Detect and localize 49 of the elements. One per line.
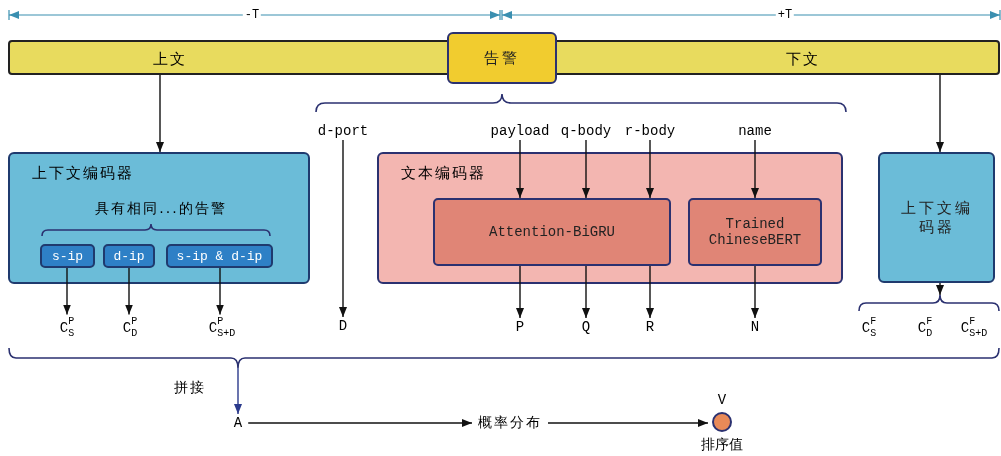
arrow [936, 282, 944, 296]
input-field-label: d-port [315, 122, 371, 140]
feature-label: P [513, 318, 527, 336]
arrow [936, 74, 944, 153]
output-circle [712, 412, 732, 432]
arrow [234, 367, 242, 415]
arrow [646, 265, 654, 319]
vector-label: A [231, 414, 245, 432]
feature-label: N [748, 318, 762, 336]
arrow [646, 139, 654, 199]
feature-label: Q [579, 318, 593, 336]
node-caption: 排序值 [700, 435, 744, 454]
arrow [216, 267, 224, 316]
model-box: Attention-BiGRU [433, 198, 671, 266]
model-box: Trained ChineseBERT [688, 198, 822, 266]
input-field-label: name [736, 122, 774, 140]
bar-label: 下文 [786, 50, 820, 69]
field-tag: s-ip & d-ip [166, 244, 273, 268]
alert-box: 告警 [447, 32, 557, 84]
panel-title: 文本编码器 [401, 164, 486, 183]
arrow [582, 265, 590, 319]
feature-label: D [336, 317, 350, 335]
panel-title: 上下文编码器 [32, 164, 134, 183]
input-field-label: r-body [622, 122, 678, 140]
field-tag: d-ip [103, 244, 155, 268]
arrow [156, 74, 164, 153]
arrow [247, 419, 473, 427]
arrow [582, 139, 590, 199]
arrow [547, 419, 709, 427]
curly-brace [858, 295, 1000, 311]
input-field-label: q-body [558, 122, 614, 140]
encoder-panel [8, 152, 310, 284]
curly-brace [8, 348, 1000, 368]
feature-label: R [643, 318, 657, 336]
arrow [516, 139, 524, 199]
encoder-panel [377, 152, 843, 284]
node-caption: V [716, 391, 728, 409]
bar-label: 上文 [153, 50, 187, 69]
arrow [339, 139, 347, 318]
arrow [63, 267, 71, 316]
arrow [751, 265, 759, 319]
encoder-box: 上下文编码器 [878, 152, 995, 283]
field-tag: s-ip [40, 244, 95, 268]
input-field-label: payload [488, 122, 552, 140]
arrow [751, 139, 759, 199]
step-label: 概率分布 [476, 413, 544, 433]
arrow [516, 265, 524, 319]
panel-subtitle: 具有相同...的告警 [95, 200, 227, 218]
arrow [125, 267, 133, 316]
